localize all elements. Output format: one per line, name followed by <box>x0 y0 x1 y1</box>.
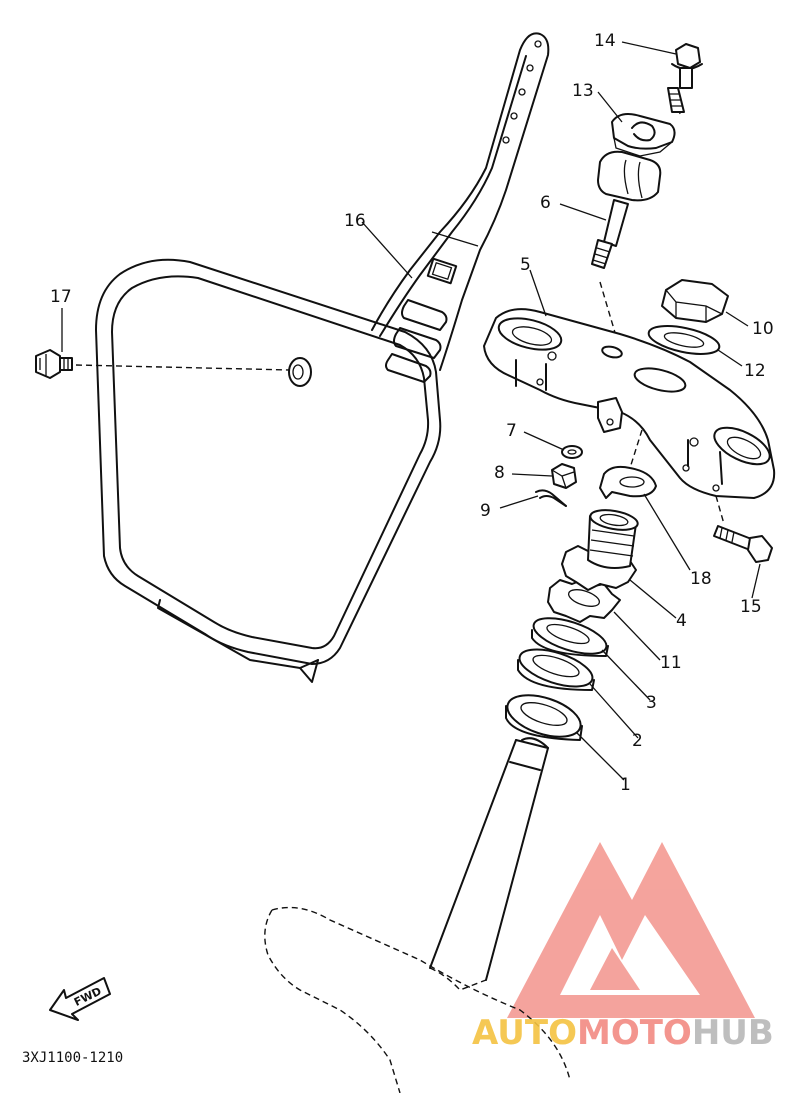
callout-18: 18 <box>690 569 712 589</box>
number-plate-part <box>95 32 550 683</box>
callout-9: 9 <box>480 501 491 521</box>
handle-holder-6-part <box>591 150 662 269</box>
watermark-moto: MOTO <box>577 1013 692 1053</box>
bolt-17-part <box>35 349 73 379</box>
nut-8-part <box>551 463 577 489</box>
fastening-line <box>629 429 643 469</box>
callout-3: 3 <box>646 693 657 713</box>
cotter-pin-9-part <box>535 489 567 507</box>
watermark-logo-icon <box>507 842 755 1018</box>
callout-15: 15 <box>740 597 762 617</box>
fastening-line <box>715 495 725 525</box>
holder-cap-13-part <box>611 113 676 157</box>
cover-3-part <box>531 617 609 657</box>
forward-arrow-icon: FWD <box>49 977 111 1021</box>
callout-11: 11 <box>660 653 682 673</box>
washer-12-part <box>647 325 721 355</box>
fastening-line <box>75 364 291 371</box>
callout-2: 2 <box>632 731 643 751</box>
watermark-hub: HUB <box>692 1013 774 1053</box>
callout-12: 12 <box>744 361 766 381</box>
race-2-part <box>517 648 595 691</box>
ring-nut-4-part <box>561 509 639 591</box>
steering-stem-part <box>264 737 571 1093</box>
washer-7-part <box>561 445 583 459</box>
callout-1: 1 <box>620 775 631 795</box>
nut-10-part <box>661 279 729 323</box>
callout-17: 17 <box>50 287 72 307</box>
callout-5: 5 <box>520 255 531 275</box>
leader-lines <box>61 41 761 781</box>
grommet-part <box>288 357 312 387</box>
cable-guide-18-part <box>599 465 657 499</box>
callout-14: 14 <box>594 31 616 51</box>
callout-16: 16 <box>344 211 366 231</box>
drawing-code: 3XJ1100-1210 <box>22 1050 123 1066</box>
bearing-1-part <box>505 694 583 741</box>
bolt-14-part <box>667 43 703 115</box>
under-bracket-5-part <box>483 308 776 499</box>
callout-13: 13 <box>572 81 594 101</box>
watermark-auto: AUTO <box>472 1013 577 1053</box>
watermark-text: AUTOMOTOHUB <box>472 1013 774 1053</box>
callout-8: 8 <box>494 463 505 483</box>
callout-6: 6 <box>540 193 551 213</box>
fastening-line <box>599 281 617 337</box>
callout-10: 10 <box>752 319 774 339</box>
callout-7: 7 <box>506 421 517 441</box>
callout-4: 4 <box>676 611 687 631</box>
bolt-15-part <box>713 525 773 563</box>
